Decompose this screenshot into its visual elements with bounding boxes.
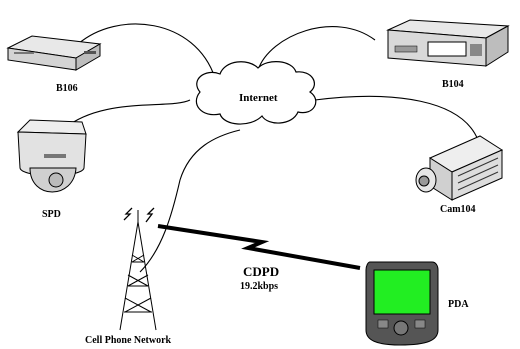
link-b106-internet: [77, 23, 216, 79]
dome-camera-icon: [16, 119, 87, 193]
cam104-device: [415, 135, 504, 201]
cell-phone-network-label: Cell Phone Network: [85, 335, 172, 346]
link-b104-internet: [257, 26, 376, 71]
pda-icon: [365, 261, 439, 346]
network-camera-icon: [415, 135, 504, 201]
cdpd-label: CDPD: [243, 264, 280, 279]
spd-label: SPD: [42, 209, 61, 220]
link-tower-internet: [139, 129, 241, 273]
internet-label: Internet: [239, 92, 278, 104]
b106-device: [6, 35, 102, 71]
cell-tower-device: [119, 207, 157, 331]
pda-device: [365, 261, 439, 346]
internet-cloud-icon: [195, 61, 317, 125]
link-cam104-internet: [314, 95, 479, 141]
cdpd-speed-label: 19.2kbps: [240, 281, 279, 292]
b106-label: B106: [56, 83, 78, 94]
cdpd-wireless-link: [157, 224, 361, 270]
cam104-label: Cam104: [440, 204, 476, 215]
spd-device: [16, 119, 87, 193]
cell-tower-icon: [119, 207, 157, 331]
connection-lines: [59, 23, 479, 273]
pda-label: PDA: [448, 299, 469, 310]
b104-device: [386, 19, 510, 67]
b104-label: B104: [442, 79, 464, 90]
